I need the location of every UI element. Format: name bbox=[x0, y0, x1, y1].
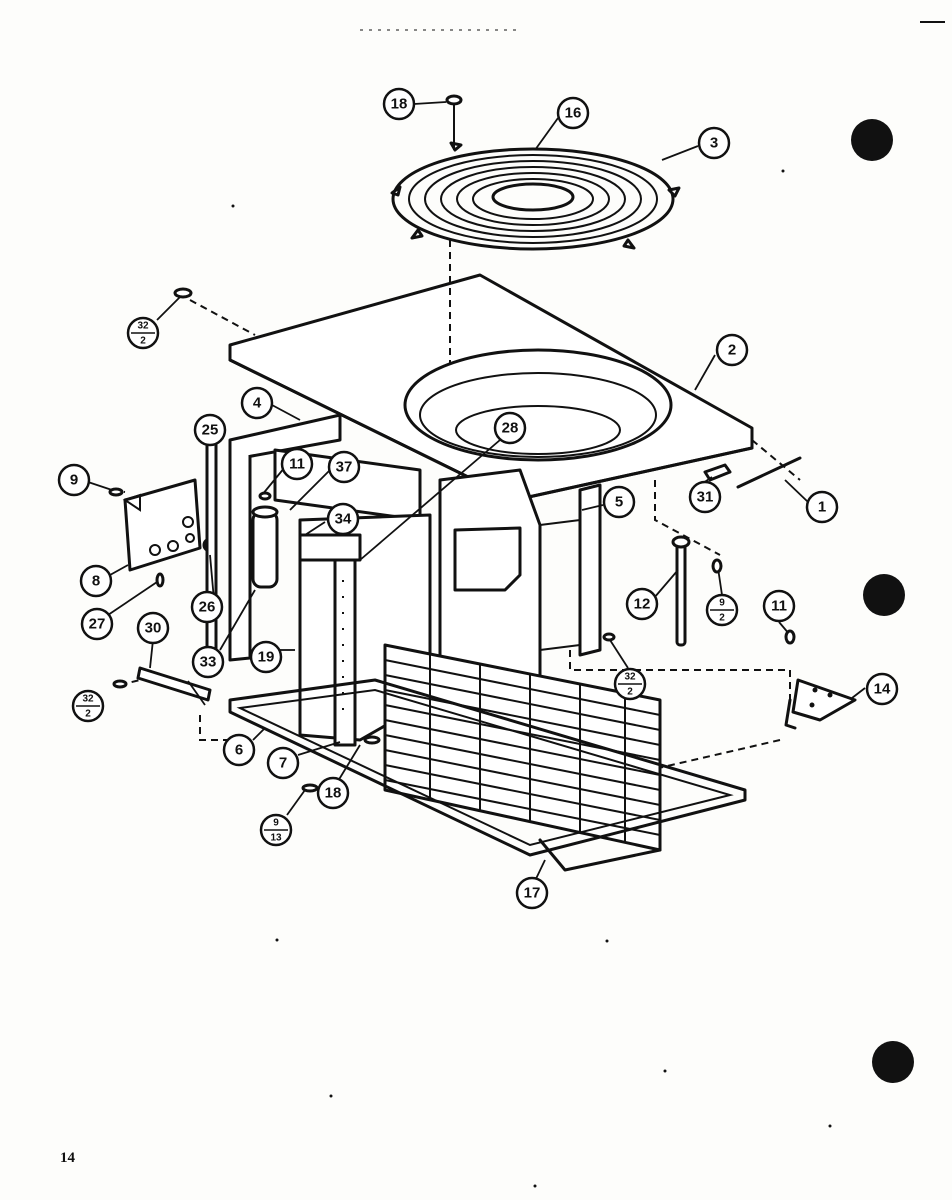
callout-7: 7 bbox=[266, 746, 300, 780]
condenser-coil bbox=[383, 643, 662, 872]
svg-text:9: 9 bbox=[70, 472, 78, 489]
svg-text:1: 1 bbox=[818, 499, 826, 516]
callout-11-upper: 11 bbox=[280, 447, 314, 481]
callout-9-control: 9 bbox=[57, 463, 91, 497]
callout-9-over-2: 92 bbox=[705, 593, 739, 627]
page-number: 14 bbox=[60, 1150, 75, 1166]
callout-32-over-2-top: 322 bbox=[126, 316, 160, 350]
svg-text:13: 13 bbox=[270, 833, 282, 844]
callout-32-over-2-right: 322 bbox=[613, 667, 647, 701]
svg-text:18: 18 bbox=[325, 785, 342, 802]
service-valve bbox=[671, 535, 691, 647]
callout-31: 31 bbox=[688, 480, 722, 514]
svg-text:7: 7 bbox=[279, 755, 287, 772]
callout-4: 4 bbox=[240, 386, 274, 420]
callout-19: 19 bbox=[249, 640, 283, 674]
callout-8: 8 bbox=[79, 564, 113, 598]
svg-text:12: 12 bbox=[634, 596, 651, 613]
svg-text:6: 6 bbox=[235, 742, 243, 759]
svg-text:3: 3 bbox=[710, 135, 718, 152]
svg-text:2: 2 bbox=[140, 336, 146, 347]
top-cover bbox=[228, 273, 754, 502]
callout-17: 17 bbox=[515, 876, 549, 910]
callout-25: 25 bbox=[193, 413, 227, 447]
svg-text:11: 11 bbox=[289, 456, 305, 473]
callout-28: 28 bbox=[493, 411, 527, 445]
svg-text:4: 4 bbox=[253, 395, 262, 412]
svg-text:30: 30 bbox=[145, 620, 162, 637]
corner-post bbox=[205, 439, 218, 664]
svg-text:14: 14 bbox=[874, 681, 891, 698]
callout-34: 34 bbox=[326, 502, 360, 536]
svg-text:8: 8 bbox=[92, 573, 100, 590]
callout-11-lower: 11 bbox=[762, 589, 796, 623]
callout-3: 3 bbox=[697, 126, 731, 160]
svg-text:27: 27 bbox=[89, 616, 106, 633]
svg-text:11: 11 bbox=[771, 598, 787, 615]
svg-text:32: 32 bbox=[137, 321, 149, 332]
svg-text:28: 28 bbox=[502, 420, 519, 437]
svg-text:2: 2 bbox=[85, 709, 91, 720]
callout-2: 2 bbox=[715, 333, 749, 367]
svg-text:31: 31 bbox=[697, 489, 714, 506]
rod-and-bracket bbox=[703, 456, 802, 489]
callout-32-over-2-left: 322 bbox=[71, 689, 105, 723]
control-box bbox=[122, 478, 218, 572]
callout-18-top: 18 bbox=[382, 87, 416, 121]
callout-1: 1 bbox=[805, 490, 839, 524]
svg-text:34: 34 bbox=[335, 511, 352, 528]
callout-16: 16 bbox=[556, 96, 590, 130]
svg-text:2: 2 bbox=[627, 687, 633, 698]
callout-14: 14 bbox=[865, 672, 899, 706]
svg-text:9: 9 bbox=[273, 818, 279, 829]
svg-text:9: 9 bbox=[719, 598, 725, 609]
callout-5: 5 bbox=[602, 485, 636, 519]
base-pan bbox=[228, 678, 747, 857]
capacitor bbox=[251, 505, 279, 589]
callout-18-bottom: 18 bbox=[316, 776, 350, 810]
callout-30: 30 bbox=[136, 611, 170, 645]
svg-text:19: 19 bbox=[258, 649, 275, 666]
svg-text:25: 25 bbox=[202, 422, 219, 439]
callout-37: 37 bbox=[327, 450, 361, 484]
fan-guard bbox=[390, 94, 681, 251]
fasteners bbox=[108, 287, 796, 793]
callout-33: 33 bbox=[191, 645, 225, 679]
svg-text:2: 2 bbox=[719, 613, 725, 624]
callout-9-over-13: 913 bbox=[259, 813, 293, 847]
base-rail bbox=[136, 666, 212, 702]
svg-text:32: 32 bbox=[624, 672, 636, 683]
svg-text:26: 26 bbox=[199, 599, 216, 616]
svg-text:17: 17 bbox=[524, 885, 541, 902]
svg-text:32: 32 bbox=[82, 694, 94, 705]
mounting-plate bbox=[784, 678, 857, 730]
svg-text:33: 33 bbox=[200, 654, 217, 671]
callout-12: 12 bbox=[625, 587, 659, 621]
svg-text:5: 5 bbox=[615, 494, 623, 511]
callout-bubbles: 18 16 3 322 2 4 25 28 9 11 37 5 31 1 34 … bbox=[57, 87, 899, 910]
callout-27: 27 bbox=[80, 607, 114, 641]
svg-text:2: 2 bbox=[728, 342, 736, 359]
svg-text:18: 18 bbox=[391, 96, 408, 113]
svg-text:37: 37 bbox=[336, 459, 353, 476]
registration-marks bbox=[360, 21, 945, 1083]
svg-text:16: 16 bbox=[565, 105, 582, 122]
callout-6: 6 bbox=[222, 733, 256, 767]
leader-lines bbox=[87, 101, 866, 886]
callout-26: 26 bbox=[190, 590, 224, 624]
scan-specks bbox=[231, 169, 832, 1188]
